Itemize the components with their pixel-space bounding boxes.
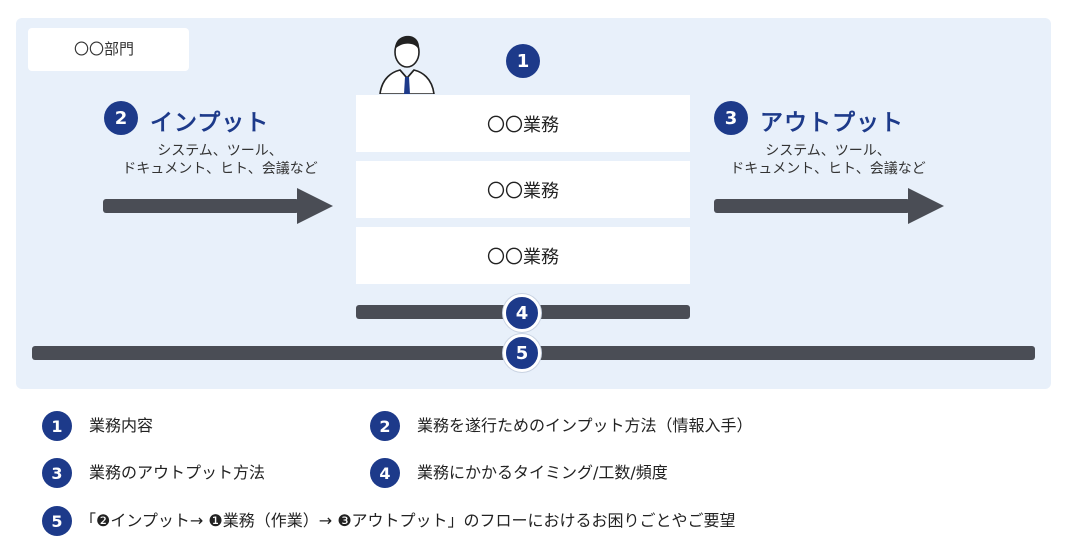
input-description-line2: ドキュメント、ヒト、会議など (122, 161, 318, 177)
department-label: 〇〇部門 (28, 28, 189, 71)
legend-badge-1: 1 (42, 411, 72, 441)
legend-item-3: 業務のアウトプット方法 (89, 463, 266, 482)
legend-item-5: 「❷インプット→ ❶業務（作業）→ ❸アウトプット」のフローにおけるお困りごとや… (80, 511, 736, 530)
output-heading: アウトプット (760, 110, 904, 136)
input-arrow-icon (103, 188, 333, 224)
legend-item-2: 業務を遂行ためのインプット方法（情報入手） (417, 416, 753, 435)
legend-badge-2: 2 (370, 411, 400, 441)
output-description: システム、ツール、 ドキュメント、ヒト、会議など (708, 142, 948, 178)
businessman-icon (379, 35, 435, 94)
input-description: システム、ツール、 ドキュメント、ヒト、会議など (100, 142, 340, 178)
badge-1: 1 (506, 44, 540, 78)
legend-item-4: 業務にかかるタイミング/工数/頻度 (417, 463, 668, 482)
input-heading: インプット (150, 110, 270, 136)
task-box-1: 〇〇業務 (356, 95, 690, 152)
input-description-line1: システム、ツール、 (157, 143, 283, 159)
badge-4: 4 (503, 294, 541, 332)
badge-5: 5 (503, 334, 541, 372)
badge-2: 2 (104, 101, 138, 135)
legend-badge-3: 3 (42, 458, 72, 488)
output-arrow-icon (714, 188, 944, 224)
legend-badge-5: 5 (42, 506, 72, 536)
legend-badge-4: 4 (370, 458, 400, 488)
legend-item-1: 業務内容 (89, 416, 154, 435)
task-box-3: 〇〇業務 (356, 227, 690, 284)
output-description-line2: ドキュメント、ヒト、会議など (730, 161, 926, 177)
badge-3: 3 (714, 101, 748, 135)
task-box-2: 〇〇業務 (356, 161, 690, 218)
output-description-line1: システム、ツール、 (765, 143, 891, 159)
